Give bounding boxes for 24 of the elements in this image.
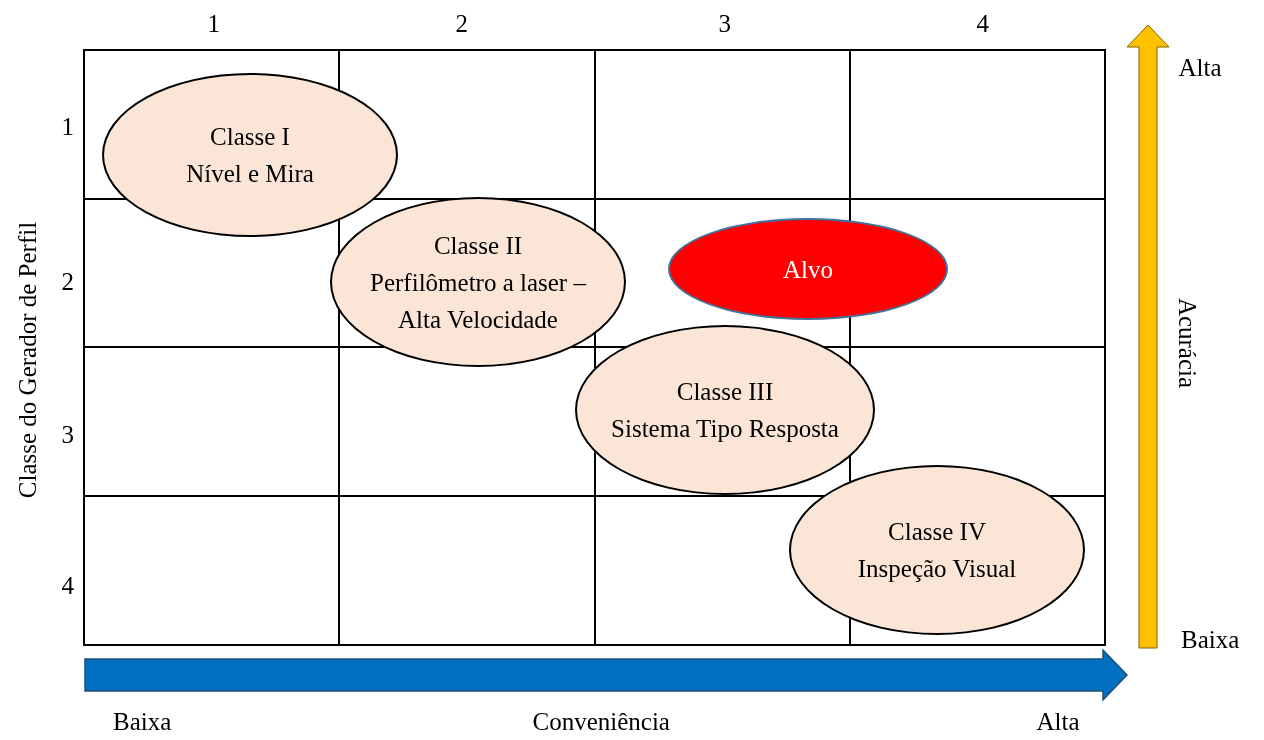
row-number: 3 <box>61 421 74 449</box>
axis-end-label: Baixa <box>113 708 172 736</box>
column-number: 1 <box>207 10 220 38</box>
ellipse-label: Alvo <box>783 254 833 285</box>
axis-title: Acurácia <box>1173 297 1202 389</box>
row-number: 4 <box>61 572 74 600</box>
column-number: 4 <box>976 10 989 38</box>
axis-end-label: Alta <box>1036 708 1080 736</box>
axis-end-label: Alta <box>1178 54 1222 82</box>
ellipse-label: Perfilômetro a laser – Alta Velocidade <box>369 267 588 335</box>
column-number: 2 <box>455 10 468 38</box>
ellipse-label: Nível e Mira <box>186 159 314 189</box>
class-heading: Classe IV <box>888 517 986 547</box>
axis-title: Classe do Gerador de Perfil <box>14 221 43 499</box>
class-heading: Classe II <box>433 230 523 261</box>
ellipse-label: Inspeção Visual <box>857 554 1017 584</box>
axis-title: Conveniência <box>532 708 670 736</box>
axis-end-label: Baixa <box>1181 626 1240 654</box>
class-heading: Classe III <box>676 377 774 407</box>
class-heading: Classe I <box>210 122 290 152</box>
row-number: 1 <box>61 113 74 141</box>
row-number: 2 <box>61 268 74 296</box>
column-number: 3 <box>718 10 731 38</box>
ellipse-label: Sistema Tipo Resposta <box>611 414 839 444</box>
